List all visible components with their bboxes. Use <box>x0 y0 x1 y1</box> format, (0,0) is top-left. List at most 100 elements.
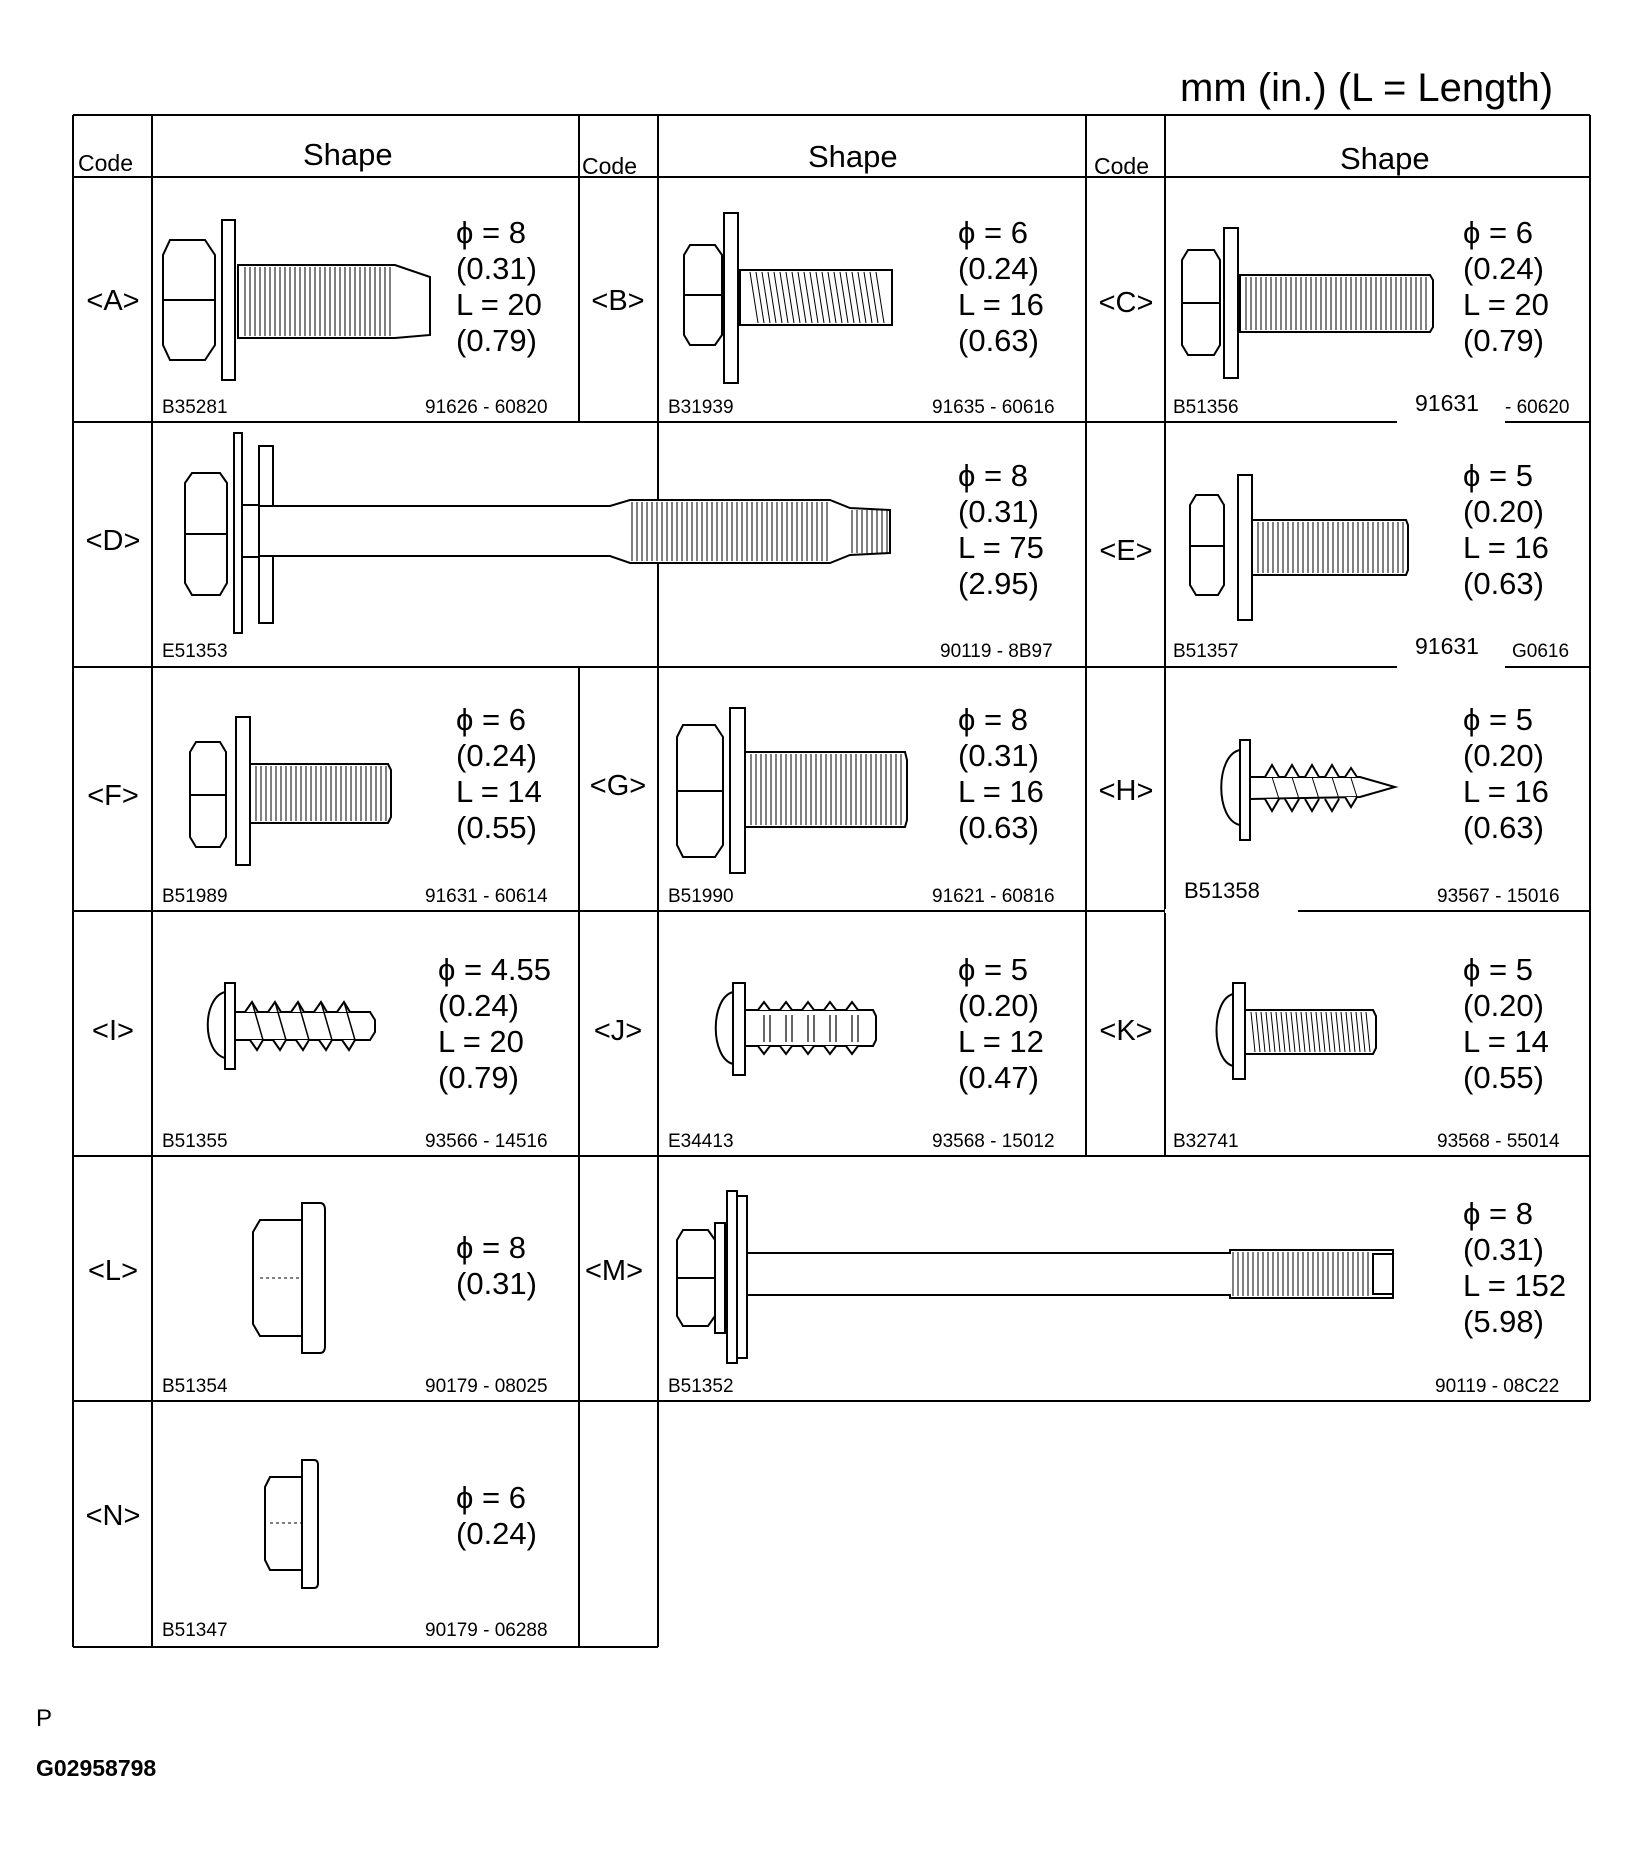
ref-g: B51990 <box>668 886 734 907</box>
spec-c-dia: ϕ = 6 <box>1463 215 1533 250</box>
spec-l: ϕ = 8 (0.31) <box>456 1230 537 1302</box>
code-b: <B> <box>591 285 645 317</box>
spec-e-len: L = 16 <box>1463 530 1549 565</box>
spec-e-dia: ϕ = 5 <box>1463 458 1533 493</box>
spec-b-len-in: (0.63) <box>958 323 1039 358</box>
screw-h-drawing <box>1220 739 1399 841</box>
nut-l-drawing <box>252 1202 326 1354</box>
spec-l-dia: ϕ = 8 <box>456 1230 526 1265</box>
header-code-2: Code <box>582 153 637 179</box>
spec-h-dia: ϕ = 5 <box>1463 702 1533 737</box>
bolt-d-drawing <box>184 432 891 634</box>
part-g: 91621 - 60816 <box>932 886 1055 907</box>
header-code-1: Code <box>78 150 133 176</box>
spec-e: ϕ = 5 (0.20) L = 16 (0.63) <box>1463 458 1549 602</box>
bolt-m-drawing <box>676 1190 1394 1364</box>
spec-k: ϕ = 5 (0.20) L = 14 (0.55) <box>1463 952 1549 1096</box>
spec-i-dia: ϕ = 4.55 <box>438 952 552 987</box>
part-j: 93568 - 15012 <box>932 1131 1055 1152</box>
part-b: 91635 - 60616 <box>932 397 1055 418</box>
units-note: mm (in.) (L = Length) <box>1180 66 1554 110</box>
code-l: <L> <box>88 1255 138 1287</box>
code-j: <J> <box>593 1015 643 1047</box>
spec-m-dia-in: (0.31) <box>1463 1232 1544 1267</box>
code-n: <N> <box>85 1500 141 1532</box>
spec-i-dia-in: (0.24) <box>438 988 519 1023</box>
code-h: <H> <box>1098 775 1154 807</box>
spec-h-dia-in: (0.20) <box>1463 738 1544 773</box>
ref-b: B31939 <box>668 397 734 418</box>
screw-i-drawing <box>206 982 376 1070</box>
spec-a-len-in: (0.79) <box>456 323 537 358</box>
spec-b-dia-in: (0.24) <box>958 251 1039 286</box>
ref-f: B51989 <box>162 886 228 907</box>
part-h: 93567 - 15016 <box>1437 886 1560 907</box>
spec-a: ϕ = 8 (0.31) L = 20 (0.79) <box>456 215 542 359</box>
code-f: <F> <box>87 780 139 812</box>
code-g: <G> <box>589 770 647 802</box>
spec-c: ϕ = 6 (0.24) L = 20 (0.79) <box>1463 215 1549 359</box>
screw-k-drawing <box>1215 982 1377 1080</box>
spec-l-dia-in: (0.31) <box>456 1266 537 1301</box>
screw-j-drawing <box>714 982 877 1076</box>
nut-n-drawing <box>264 1459 319 1589</box>
bolt-e-drawing <box>1189 474 1409 621</box>
spec-j-len: L = 12 <box>958 1024 1044 1059</box>
spec-a-len: L = 20 <box>456 287 542 322</box>
part-m: 90119 - 08C22 <box>1435 1376 1560 1397</box>
part-e-b: G0616 <box>1512 641 1570 662</box>
spec-c-len: L = 20 <box>1463 287 1549 322</box>
spec-f: ϕ = 6 (0.24) L = 14 (0.55) <box>456 702 542 846</box>
ref-l: B51354 <box>162 1376 228 1397</box>
spec-c-len-in: (0.79) <box>1463 323 1544 358</box>
ref-j: E34413 <box>668 1131 734 1152</box>
part-c-a: 91631 <box>1415 390 1479 416</box>
spec-b-dia: ϕ = 6 <box>958 215 1028 250</box>
spec-d-dia: ϕ = 8 <box>958 458 1028 493</box>
bolt-f-drawing <box>189 716 392 866</box>
spec-k-len-in: (0.55) <box>1463 1060 1544 1095</box>
ref-h: B51358 <box>1184 878 1260 903</box>
header-shape-1: Shape <box>303 137 393 172</box>
spec-m-len: L = 152 <box>1463 1268 1567 1303</box>
code-i: <I> <box>92 1015 134 1047</box>
spec-j-dia-in: (0.20) <box>958 988 1039 1023</box>
part-i: 93566 - 14516 <box>425 1131 548 1152</box>
part-l: 90179 - 08025 <box>425 1376 548 1397</box>
footer-letter: P <box>36 1705 53 1732</box>
spec-n-dia: ϕ = 6 <box>456 1480 526 1515</box>
spec-k-dia-in: (0.20) <box>1463 988 1544 1023</box>
spec-h-len-in: (0.63) <box>1463 810 1544 845</box>
bolt-c-drawing <box>1181 227 1434 379</box>
spec-j: ϕ = 5 (0.20) L = 12 (0.47) <box>958 952 1044 1096</box>
spec-a-dia-in: (0.31) <box>456 251 537 286</box>
spec-i-len-in: (0.79) <box>438 1060 519 1095</box>
spec-a-dia: ϕ = 8 <box>456 215 526 250</box>
code-d: <D> <box>85 525 141 557</box>
part-k: 93568 - 55014 <box>1437 1131 1560 1152</box>
bolt-g-drawing <box>676 707 908 874</box>
spec-g-dia: ϕ = 8 <box>958 702 1028 737</box>
spec-n-dia-in: (0.24) <box>456 1516 537 1551</box>
spec-h: ϕ = 5 (0.20) L = 16 (0.63) <box>1463 702 1549 846</box>
bolt-b-drawing <box>683 212 893 384</box>
spec-h-len: L = 16 <box>1463 774 1549 809</box>
code-k: <K> <box>1099 1015 1153 1047</box>
header-shape-3: Shape <box>1340 141 1430 176</box>
part-n: 90179 - 06288 <box>425 1620 548 1641</box>
part-e-a: 91631 <box>1415 633 1479 659</box>
part-c-b: - 60620 <box>1505 397 1570 418</box>
spec-f-len: L = 14 <box>456 774 542 809</box>
ref-c: B51356 <box>1173 397 1239 418</box>
spec-d-len-in: (2.95) <box>958 566 1039 601</box>
spec-g: ϕ = 8 (0.31) L = 16 (0.63) <box>958 702 1044 846</box>
spec-j-len-in: (0.47) <box>958 1060 1039 1095</box>
spec-d: ϕ = 8 (0.31) L = 75 (2.95) <box>958 458 1044 602</box>
spec-c-dia-in: (0.24) <box>1463 251 1544 286</box>
spec-f-dia: ϕ = 6 <box>456 702 526 737</box>
figure-id: G02958798 <box>36 1755 157 1781</box>
spec-m: ϕ = 8 (0.31) L = 152 (5.98) <box>1463 1196 1566 1340</box>
spec-i: ϕ = 4.55 (0.24) L = 20 (0.79) <box>438 952 551 1096</box>
header-code-3: Code <box>1094 153 1149 179</box>
